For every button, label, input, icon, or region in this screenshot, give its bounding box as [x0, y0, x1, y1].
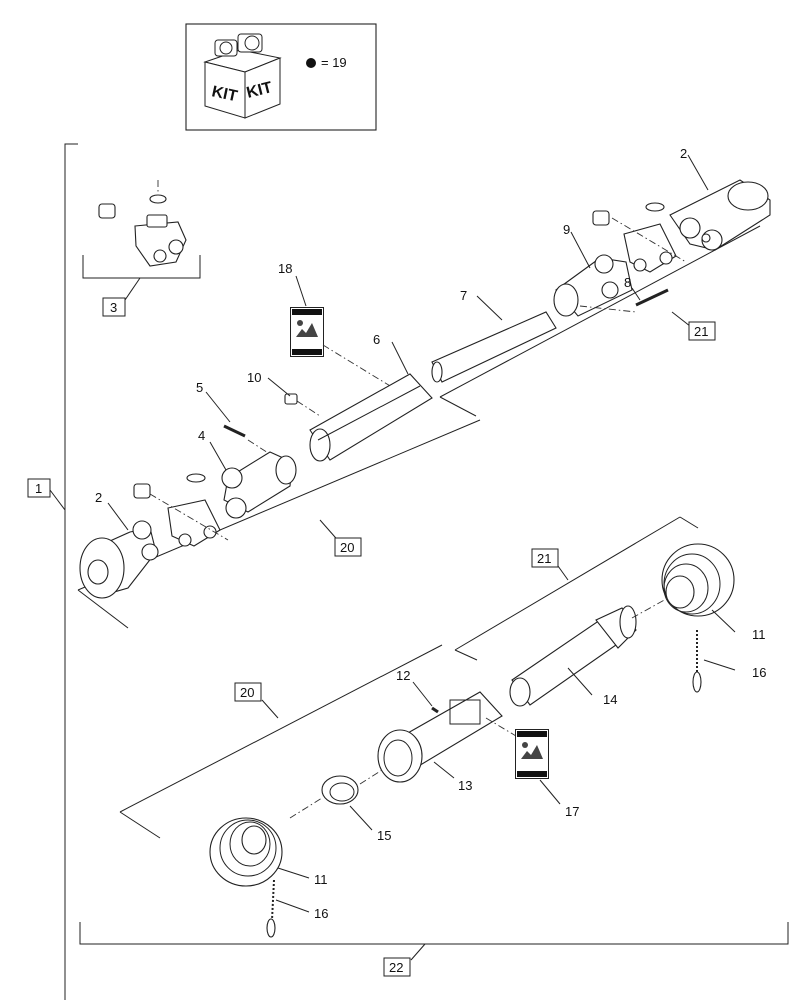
kit-legend: KIT KIT = 19	[185, 23, 377, 131]
boxed-callout-21: 21	[688, 321, 716, 341]
guard-tube-13	[377, 691, 503, 783]
boxed-callout-20: 20	[234, 682, 262, 702]
upper-left-assembly	[77, 306, 481, 629]
callout-5: 5	[196, 380, 203, 395]
callout-11: 11	[314, 872, 328, 887]
callout-10: 10	[247, 370, 261, 385]
assembly-bracket-22	[79, 922, 789, 961]
assembly-bracket-1	[49, 143, 78, 1000]
inner-yoke-9	[553, 254, 633, 317]
svg-text:20: 20	[340, 540, 354, 555]
safety-chain-16-bottom	[266, 879, 276, 938]
guard-cone-11-bottom	[209, 817, 283, 887]
svg-text:21: 21	[537, 551, 551, 566]
bullet-dot-icon	[306, 58, 316, 68]
callout-14: 14	[603, 692, 617, 707]
callout-18: 18	[278, 261, 292, 276]
svg-text:1: 1	[35, 481, 42, 496]
bracket-3	[82, 255, 201, 279]
kit-equals-text: = 19	[321, 55, 347, 70]
callout-numbers: 2 9 8 7 18 6 10 5 4 2 11 16 12 14 13 17 …	[95, 146, 766, 921]
cross-kit-3	[82, 180, 201, 301]
safety-chain-16-top	[692, 630, 702, 693]
rivet-12	[431, 706, 439, 714]
cross-part	[134, 221, 187, 267]
kit-label-right: KIT	[245, 79, 274, 102]
guard-cone-11-top	[661, 543, 735, 617]
bearing-cup-part	[98, 203, 116, 219]
spring-pin-8	[635, 288, 669, 307]
callout-4: 4	[198, 428, 205, 443]
callout-8: 8	[624, 275, 631, 290]
svg-text:21: 21	[694, 324, 708, 339]
assembly-21-underline	[439, 225, 761, 398]
boxed-callout-20: 20	[334, 537, 362, 557]
danger-decal-17	[515, 728, 549, 780]
danger-decal-18	[290, 306, 324, 358]
leader-lines	[107, 154, 736, 913]
boxed-callout-1: 1	[27, 478, 51, 498]
callout-2: 2	[680, 146, 687, 161]
callout-16: 16	[314, 906, 328, 921]
boxed-callout-21: 21	[531, 548, 559, 568]
callout-11: 11	[752, 627, 766, 642]
boxed-callout-22: 22	[383, 957, 411, 977]
svg-text:22: 22	[389, 960, 403, 975]
snap-ring-part	[149, 194, 167, 204]
bearing-ring-15	[321, 775, 359, 805]
inner-yoke-4	[221, 451, 297, 519]
callout-2: 2	[95, 490, 102, 505]
callout-13: 13	[458, 778, 472, 793]
spring-pin-5	[223, 424, 246, 438]
cross-upper-right	[592, 202, 687, 273]
guard-21-underline	[454, 516, 681, 651]
inner-tube-7	[431, 311, 557, 383]
callout-12: 12	[396, 668, 410, 683]
grease-fitting-10	[284, 393, 321, 417]
cross-lower-left	[133, 473, 229, 547]
kit-label-left: KIT	[210, 83, 239, 105]
boxed-callouts: 3 21 20 1 21 20 22	[27, 297, 716, 977]
callout-9: 9	[563, 222, 570, 237]
guard-20-underline	[119, 644, 443, 813]
callout-17: 17	[565, 804, 579, 819]
boxed-callout-3: 3	[102, 297, 126, 317]
yoke-2-bottom	[79, 520, 159, 599]
svg-text:20: 20	[240, 685, 254, 700]
callout-16: 16	[752, 665, 766, 680]
outer-tube-6	[309, 373, 433, 462]
yoke-2-top	[669, 179, 771, 251]
callout-7: 7	[460, 288, 467, 303]
guard-assembly	[119, 516, 735, 938]
guard-tube-14	[509, 605, 637, 707]
svg-text:3: 3	[110, 300, 117, 315]
callout-6: 6	[373, 332, 380, 347]
kit-box-icon: KIT KIT	[203, 33, 282, 119]
callout-15: 15	[377, 828, 391, 843]
upper-right-assembly	[431, 179, 771, 417]
